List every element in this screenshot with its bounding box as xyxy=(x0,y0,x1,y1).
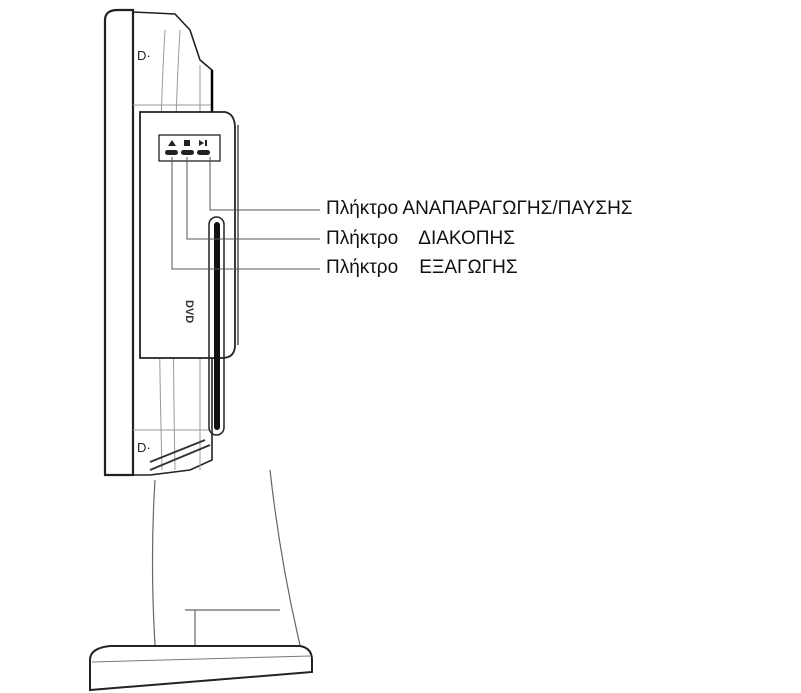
leader-line-eject xyxy=(171,157,320,270)
callout-stop: Πλήκτρο ΔΙΑΚΟΠΗΣ xyxy=(326,228,515,250)
callout-play-pause: Πλήκτρο ΑΝΑΠΑΡΑΓΩΓΗΣ/ΠΑΥΣΗΣ xyxy=(326,198,633,220)
callout-name: ΕΞΑΓΩΓΗΣ xyxy=(419,257,518,278)
dvd-logo: DVD xyxy=(183,300,195,323)
tv-front-bezel xyxy=(103,8,135,477)
svg-text:D·: D· xyxy=(137,440,151,455)
leader-line-play-pause xyxy=(209,157,320,211)
disc-slot[interactable] xyxy=(208,216,225,436)
svg-text:D·: D· xyxy=(137,48,151,63)
callout-prefix: Πλήκτρο xyxy=(326,198,399,219)
eject-icon[interactable] xyxy=(165,140,178,155)
callout-prefix: Πλήκτρο xyxy=(326,228,399,249)
play-pause-icon[interactable] xyxy=(197,140,210,155)
leader-line-stop xyxy=(186,157,320,240)
callout-name: ΑΝΑΠΑΡΑΓΩΓΗΣ/ΠΑΥΣΗΣ xyxy=(402,198,633,219)
callout-prefix: Πλήκτρο xyxy=(326,257,399,278)
callout-eject: Πλήκτρο ΕΞΑΓΩΓΗΣ xyxy=(326,257,518,279)
stand-neck xyxy=(151,469,301,646)
callout-name: ΔΙΑΚΟΠΗΣ xyxy=(418,228,515,249)
stop-icon[interactable] xyxy=(181,140,194,155)
stand-base xyxy=(89,645,313,692)
button-panel xyxy=(158,134,221,162)
